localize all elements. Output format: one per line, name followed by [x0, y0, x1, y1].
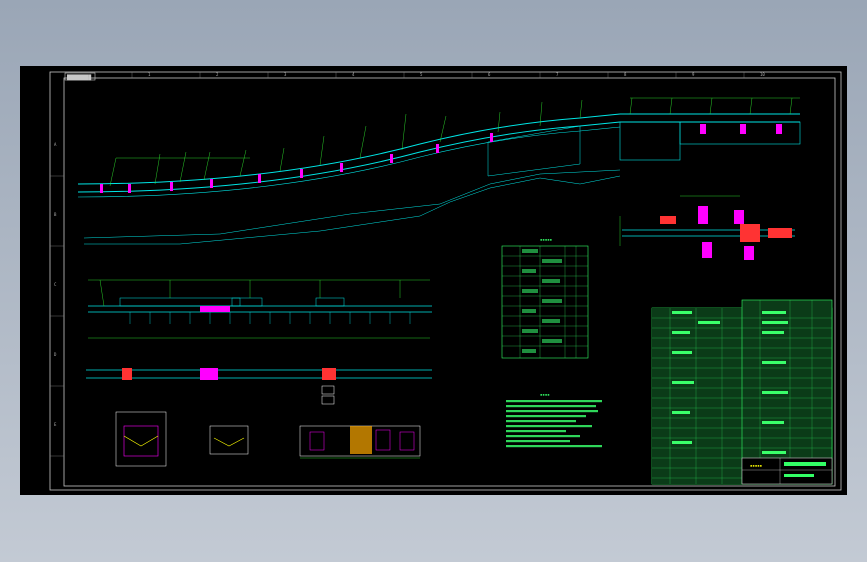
notes-title: ▪▪▪▪ — [540, 392, 550, 397]
title-tag: ████████ — [64, 72, 96, 81]
grid-col-label: 9 — [692, 72, 695, 77]
grid-labels: 1 2 3 4 5 6 7 8 9 10 A B C D E — [50, 72, 765, 457]
plan-view-right — [619, 195, 795, 260]
parts-table-center: ▪▪▪▪▪ — [501, 237, 589, 359]
conveyor-elevation — [77, 97, 801, 245]
cad-viewport[interactable]: ████████ 1 2 3 4 5 6 7 8 9 10 A B C D E — [20, 66, 847, 495]
grid-col-label: 4 — [352, 72, 355, 77]
grid-row-label: C — [54, 282, 57, 287]
grid-col-label: 8 — [624, 72, 627, 77]
technical-notes: ▪▪▪▪ — [506, 392, 602, 448]
grid-col-label: 6 — [488, 72, 491, 77]
grid-col-label: 7 — [556, 72, 559, 77]
grid-col-label: 3 — [284, 72, 287, 77]
grid-row-label: D — [54, 352, 57, 357]
grid-col-label: 1 — [148, 72, 151, 77]
bill-of-materials — [651, 299, 833, 485]
cad-drawing: ████████ 1 2 3 4 5 6 7 8 9 10 A B C D E — [49, 71, 842, 491]
grid-row-label: E — [54, 422, 57, 427]
grid-row-label: A — [54, 142, 57, 147]
grid-col-label: 10 — [760, 72, 765, 77]
grid-col-label: 2 — [216, 72, 219, 77]
grid-row-label: B — [54, 212, 57, 217]
outer-frame — [49, 71, 842, 491]
title-block: ▪▪▪▪▪ — [741, 457, 833, 485]
inner-frame — [63, 77, 836, 487]
section-views — [115, 411, 421, 467]
grid-col-label: 5 — [420, 72, 423, 77]
side-elevation-lower — [86, 279, 432, 405]
title-block-label: ▪▪▪▪▪ — [750, 463, 762, 468]
title-tag-text: ████████ — [66, 74, 92, 81]
parts-table-title: ▪▪▪▪▪ — [540, 237, 552, 242]
